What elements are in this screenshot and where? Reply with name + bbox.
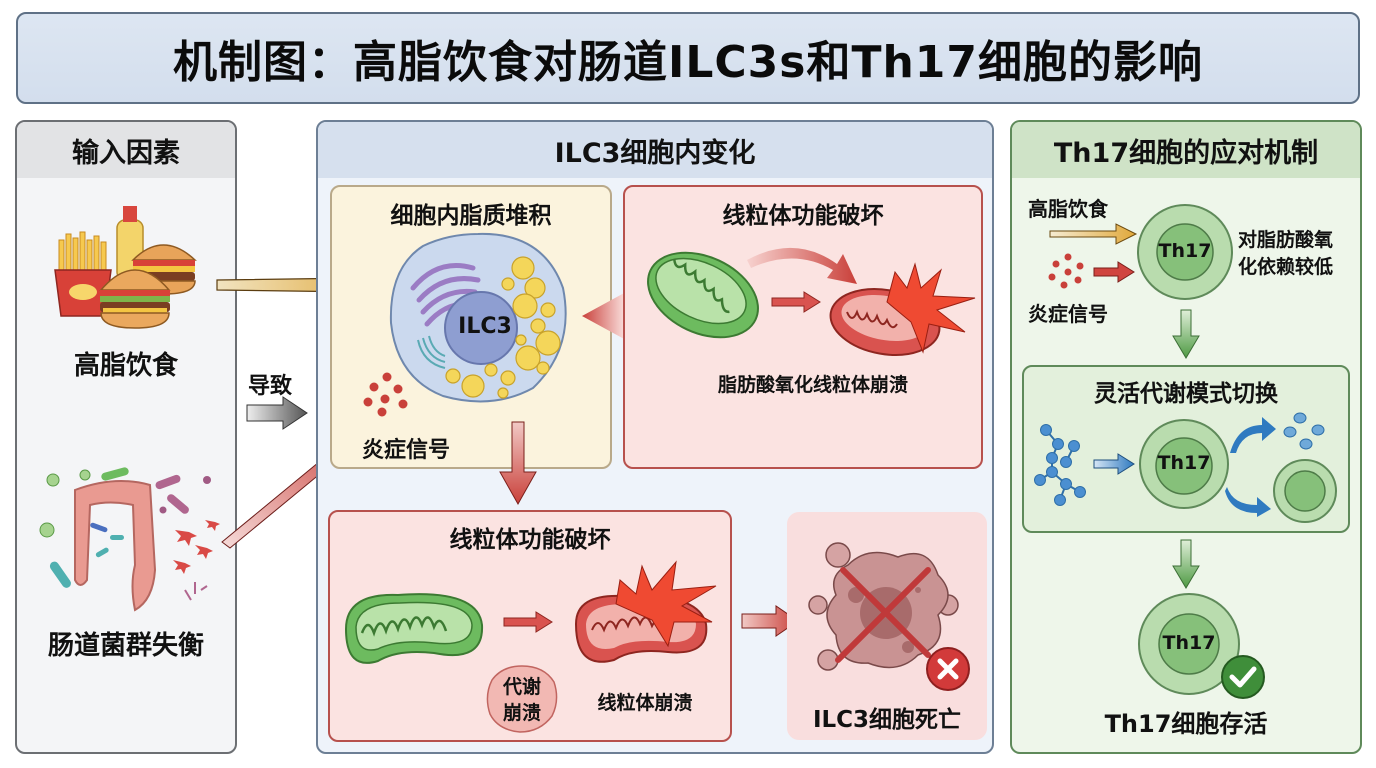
metabolite-network-icon (1034, 424, 1086, 506)
th17-signal-dots-icon (1048, 253, 1084, 289)
ilc3-changes-header: ILC3细胞内变化 (318, 122, 992, 178)
mito-dysfunction-bottom-title: 线粒体功能破坏 (449, 527, 611, 553)
th17-signal-label: 炎症信号 (1028, 302, 1108, 326)
small-green-cell-icon (1273, 459, 1337, 523)
th17-signal-arrow-icon (1093, 261, 1135, 283)
curved-arrow-icon (747, 247, 857, 284)
leads-to-label: 导致 (248, 374, 293, 399)
th17-cell-label: Th17 (1158, 240, 1212, 262)
callout-pointer-icon (582, 292, 626, 340)
mito-bottom-caption: 线粒体崩溃 (597, 692, 693, 714)
mito-dysfunction-top-title: 线粒体功能破坏 (722, 203, 884, 229)
healthy-mitochondrion-icon (647, 251, 759, 339)
th17-diet-label: 高脂饮食 (1028, 197, 1108, 221)
check-badge-icon (1221, 655, 1265, 699)
metabolic-switch-title: 灵活代谢模式切换 (1094, 381, 1278, 407)
blue-arrow-icon (1093, 453, 1135, 475)
damaged-mitochondrion-bottom-icon (574, 560, 717, 663)
green-down-arrow-1-icon (1172, 309, 1200, 359)
title-bar: 机制图：高脂饮食对肠道ILC3s和Th17细胞的影响 (16, 12, 1360, 104)
surviving-th17-cell-icon (1138, 593, 1240, 695)
input-factors-header: 输入因素 (17, 122, 235, 178)
ilc3-cell-icon (389, 232, 567, 403)
ilc3-cell-label: ILC3 (458, 314, 512, 339)
blue-curved-arrow-up-icon (1230, 417, 1276, 453)
lipid-accumulation-title: 细胞内脂质堆积 (390, 203, 552, 229)
th17-switch-cell-label: Th17 (1157, 452, 1211, 474)
down-arrow-icon (499, 421, 537, 506)
th17-survival-label: Th17细胞存活 (1104, 710, 1268, 738)
th17-cell-icon (1137, 204, 1233, 300)
leads-to-arrow-icon (246, 396, 308, 430)
fast-food-icon (54, 206, 197, 329)
th17-diet-arrow-icon (1049, 223, 1138, 245)
ilc3-death-label: ILC3细胞死亡 (812, 707, 962, 733)
death-x-badge-icon (926, 647, 970, 691)
inflammation-signal-label: 炎症信号 (362, 438, 451, 463)
th17-note-line1: 对脂肪酸氧 (1238, 229, 1334, 251)
green-down-arrow-2-icon (1172, 539, 1200, 589)
dead-ilc3-cell-icon (808, 542, 959, 671)
mito-top-caption: 脂肪酸氧化线粒体崩溃 (717, 374, 908, 396)
high-fat-diet-label: 高脂饮食 (73, 351, 178, 381)
metabolic-collapse-line2: 崩溃 (502, 702, 541, 724)
th17-switch-cell-icon (1139, 419, 1229, 509)
metabolic-collapse-badge-icon (486, 665, 558, 733)
page-title: 机制图：高脂饮食对肠道ILC3s和Th17细胞的影响 (172, 37, 1204, 88)
th17-note-line2: 化依赖较低 (1238, 256, 1334, 278)
healthy-mitochondrion-bottom-icon (344, 593, 484, 664)
gut-microbiota-icon (39, 467, 220, 612)
mito-arrow-top-icon (771, 291, 821, 313)
th17-response-header: Th17细胞的应对机制 (1012, 122, 1360, 178)
water-droplets-icon (1283, 412, 1325, 450)
dysbiosis-label: 肠道菌群失衡 (47, 631, 204, 661)
mito-arrow-bottom-icon (503, 611, 553, 633)
damaged-mitochondrion-icon (829, 262, 976, 356)
blue-curved-arrow-down-icon (1225, 487, 1271, 517)
surviving-th17-cell-label: Th17 (1162, 632, 1216, 654)
metabolic-collapse-line1: 代谢 (502, 676, 541, 698)
inflammation-signal-icon (363, 372, 408, 417)
